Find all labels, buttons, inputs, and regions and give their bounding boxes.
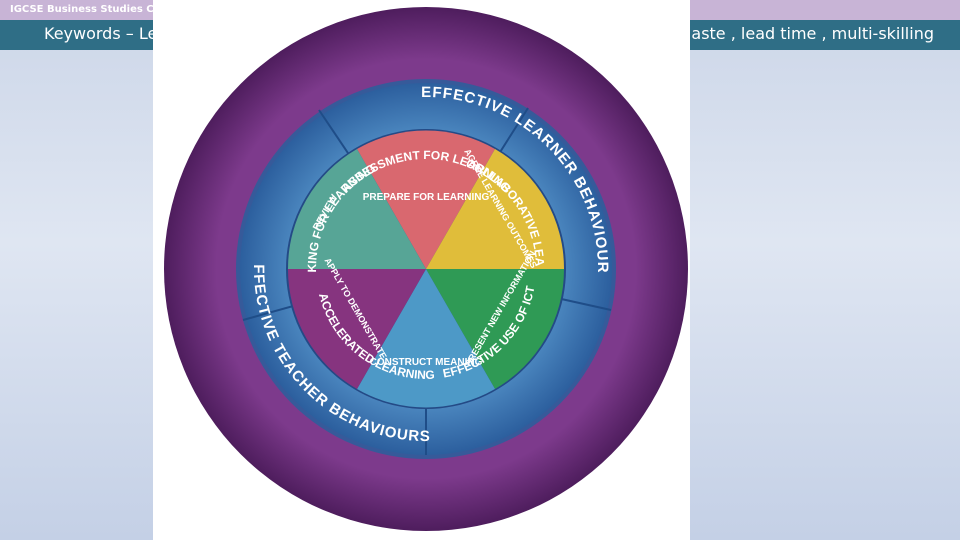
segment-agree-learning-outcomes: [426, 149, 565, 269]
segment-prepare-for-learning: [357, 130, 495, 269]
segment-label-construct: CONSTRUCT MEANING: [370, 357, 483, 368]
segment-review: [287, 149, 426, 269]
segment-present-new-information: [426, 269, 565, 389]
keywords-left-text: Keywords – Le: [44, 24, 158, 43]
keywords-right-text: aste , lead time , multi-skilling: [691, 24, 934, 43]
segment-construct-meaning: [357, 269, 495, 408]
segment-apply-to-demonstrate: [287, 269, 426, 389]
segment-label-prepare: PREPARE FOR LEARNING: [363, 192, 490, 203]
course-title: IGCSE Business Studies C: [10, 4, 154, 15]
learning-wheel-image: EFFECTIVE LEARNER BEHAVIOURS EFFECTIVE T…: [153, 0, 690, 540]
learning-wheel-diagram: EFFECTIVE LEARNER BEHAVIOURS EFFECTIVE T…: [153, 0, 688, 531]
